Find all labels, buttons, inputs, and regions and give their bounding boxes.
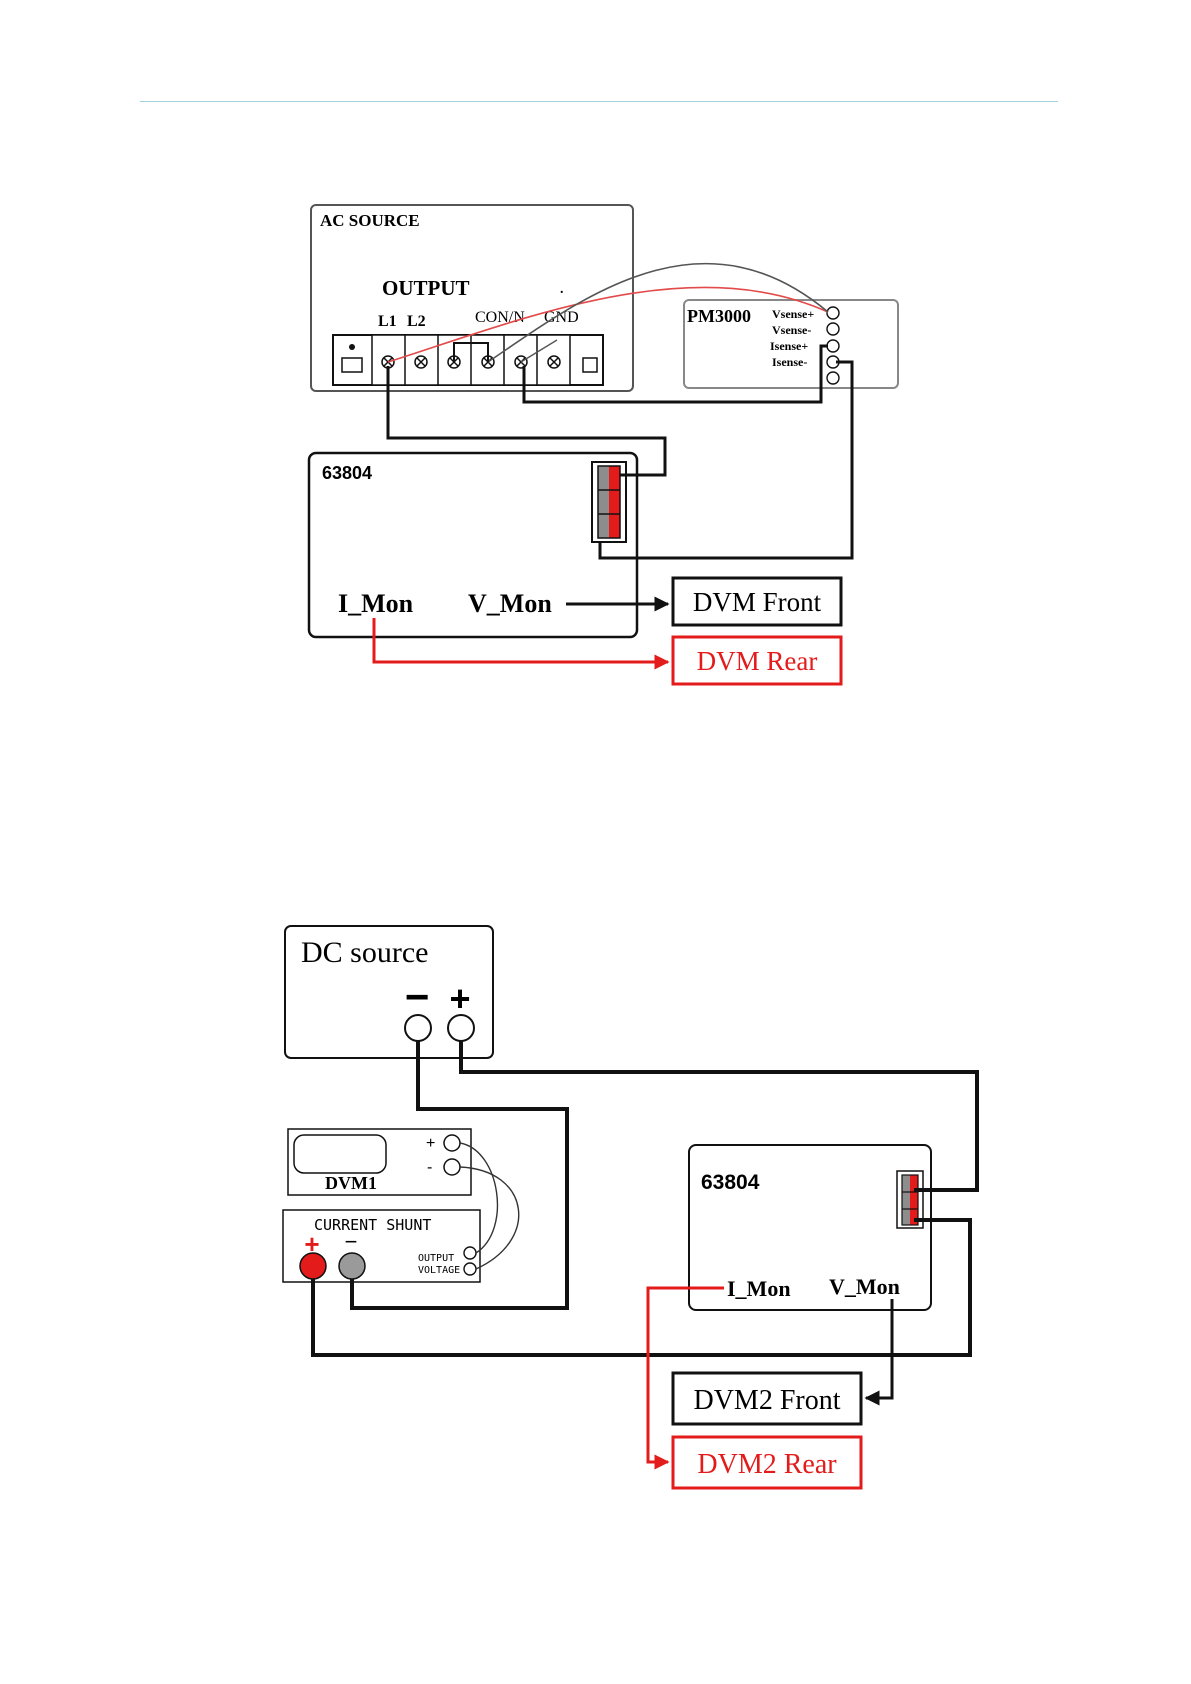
- dvm1-plus-symbol: +: [426, 1135, 435, 1152]
- shunt-label: CURRENT SHUNT: [314, 1216, 431, 1234]
- dvm-front-box: DVM Front: [673, 578, 841, 625]
- shunt-output-minus-jack-icon: [464, 1263, 476, 1275]
- v-mon-label: V_Mon: [468, 589, 552, 618]
- output-label: OUTPUT: [382, 276, 470, 300]
- dc-plus-terminal-icon: [448, 1015, 474, 1041]
- shunt-plus-terminal-icon: [300, 1253, 326, 1279]
- dvm2-rear-label: DVM2 Rear: [697, 1449, 837, 1480]
- dc-plus-symbol: +: [449, 978, 470, 1019]
- dc-minus-terminal-icon: [405, 1015, 431, 1041]
- load-63804-box-2: 63804 I_Mon V_Mon: [689, 1145, 931, 1310]
- dvm1-box: DVM1 + -: [288, 1129, 471, 1195]
- i-mon-label: I_Mon: [338, 589, 414, 618]
- shunt-minus-symbol: −: [345, 1229, 358, 1254]
- dvm-front-label: DVM Front: [693, 587, 822, 617]
- shunt-minus-terminal-icon: [339, 1253, 365, 1279]
- terminal-label-l2: L2: [407, 313, 426, 330]
- shunt-output-plus-jack-icon: [464, 1247, 476, 1259]
- dvm1-minus-symbol: -: [427, 1159, 432, 1176]
- v-mon-label-2: V_Mon: [829, 1274, 900, 1299]
- mounting-hole-icon: [349, 344, 355, 350]
- dvm-rear-box: DVM Rear: [673, 637, 841, 684]
- dvm2-rear-box: DVM2 Rear: [673, 1437, 861, 1488]
- pm3000-box: PM3000 Vsense+ Vsense- Isense+ Isense-: [684, 300, 898, 388]
- pm-terminal-vsense-plus: Vsense+: [772, 307, 814, 321]
- dvm1-minus-jack-icon: [444, 1159, 460, 1175]
- dc-source-box: DC source − +: [285, 926, 493, 1058]
- shunt-output-label-line2: VOLTAGE: [418, 1265, 460, 1276]
- dc-source-label: DC source: [301, 936, 428, 969]
- current-shunt-box: CURRENT SHUNT + − OUTPUT VOLTAGE: [283, 1210, 480, 1282]
- i-mon-label-2: I_Mon: [727, 1276, 791, 1301]
- pm3000-label: PM3000: [687, 306, 751, 326]
- pm-terminal-isense-minus: Isense-: [772, 355, 807, 369]
- diagram-ac-test: AC SOURCE OUTPUT . L1 L2 CON/N GND: [309, 205, 898, 684]
- diagram-dc-test: DC source − + DVM1 + - CURRENT SHUNT + −…: [283, 926, 977, 1488]
- load-label-2: 63804: [701, 1171, 760, 1194]
- pm-terminal-isense-plus: Isense+: [770, 339, 808, 353]
- dvm2-front-box: DVM2 Front: [673, 1373, 861, 1424]
- dc-minus-symbol: −: [405, 973, 430, 1020]
- ac-source-label: AC SOURCE: [320, 211, 420, 230]
- dot-mark: .: [560, 282, 564, 297]
- load-label: 63804: [322, 463, 372, 483]
- shunt-output-label-line1: OUTPUT: [418, 1253, 454, 1264]
- dvm1-plus-jack-icon: [444, 1135, 460, 1151]
- dvm1-label: DVM1: [325, 1173, 377, 1193]
- terminal-label-con-n: CON/N: [475, 309, 525, 326]
- terminal-label-l1: L1: [378, 313, 397, 330]
- pm-terminal-vsense-minus: Vsense-: [772, 323, 811, 337]
- dvm2-front-label: DVM2 Front: [693, 1385, 840, 1416]
- ac-source-box: AC SOURCE OUTPUT . L1 L2 CON/N GND: [311, 205, 633, 391]
- load-63804-box: 63804 I_Mon V_Mon: [309, 453, 637, 637]
- dvm1-display-icon: [294, 1135, 386, 1173]
- dvm-rear-label: DVM Rear: [697, 646, 818, 676]
